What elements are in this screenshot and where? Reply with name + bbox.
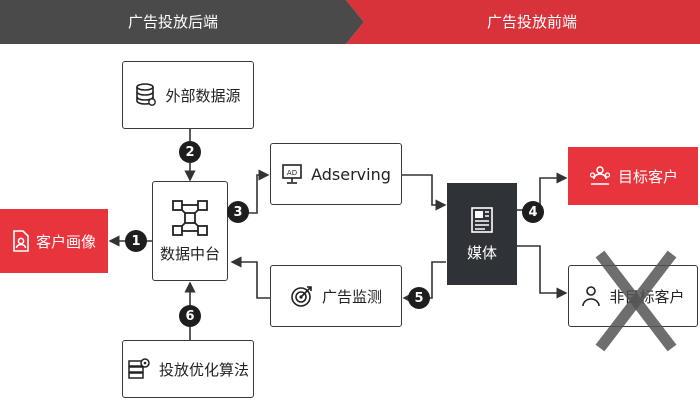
target-customer-label: 目标客户 (617, 167, 678, 186)
ad-monitoring-label: 广告监测 (321, 287, 382, 306)
external-data-source-box: 外部数据源 (122, 61, 254, 129)
step-6-badge: 6 (179, 305, 201, 327)
database-icon (135, 83, 157, 107)
svg-text:AD: AD (287, 169, 297, 177)
data-middle-platform-label: 数据中台 (159, 244, 220, 263)
profile-card-icon (12, 229, 30, 253)
step-4-badge: 4 (522, 201, 544, 223)
data-middle-platform-box: 数据中台 (152, 181, 228, 281)
step-5-badge: 5 (408, 287, 430, 309)
customer-profile-label: 客户画像 (35, 232, 96, 251)
ad-screen-icon: AD (281, 163, 303, 185)
cross-mark-icon (595, 250, 677, 352)
placement-optimization-box: 投放优化算法 (122, 340, 254, 398)
external-data-source-label: 外部数据源 (165, 86, 241, 105)
adserving-box: AD Adserving (270, 143, 402, 205)
customer-profile-box: 客户画像 (0, 209, 108, 273)
step-1-badge: 1 (125, 230, 147, 252)
ad-monitoring-box: 广告监测 (270, 265, 402, 327)
target-icon (290, 284, 314, 308)
adserving-label: Adserving (311, 164, 391, 184)
user-group-icon (588, 165, 612, 187)
target-customer-box: 目标客户 (568, 147, 698, 205)
media-box: 媒体 (447, 183, 517, 285)
backend-label: 广告投放后端 (127, 13, 218, 31)
step-2-badge: 2 (179, 141, 201, 163)
newspaper-icon (469, 206, 495, 234)
placement-optimization-label: 投放优化算法 (158, 360, 249, 379)
backend-banner (0, 0, 700, 44)
user-icon (581, 285, 601, 307)
frontend-label: 广告投放前端 (486, 13, 577, 31)
network-nodes-icon (171, 199, 209, 237)
media-label: 媒体 (466, 243, 497, 262)
step-3-badge: 3 (227, 201, 249, 223)
server-gear-icon (127, 357, 151, 381)
